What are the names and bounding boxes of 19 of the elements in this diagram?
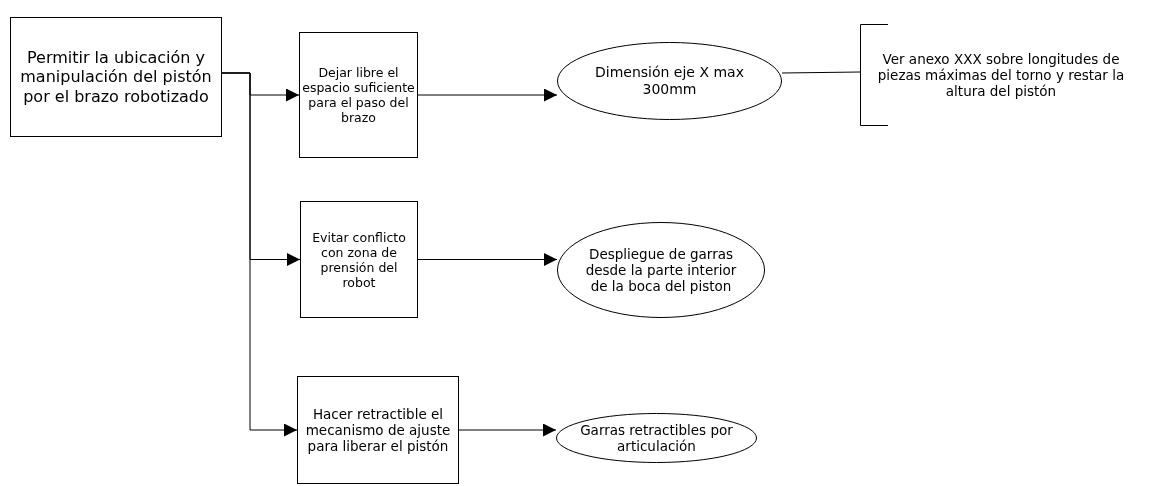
ellipse-node: [556, 413, 757, 463]
node-text: Dimensión eje X max 300mm: [594, 64, 745, 98]
ellipse-node: [557, 42, 782, 120]
ellipse-node: [557, 222, 765, 318]
node-text: Permitir la ubicación y manipulación del pistón por el brazo robotizado: [19, 48, 213, 106]
node-text: Ver anexo XXX sobre longitudes de piezas máximas del torno y restar la altura del pistón: [876, 50, 1126, 100]
connector-arrow: [417, 88, 558, 102]
process-box: [10, 17, 222, 137]
node-text: Garras retractibles por articulación: [579, 421, 734, 455]
connector-arrow: [417, 253, 558, 266]
process-box: [300, 201, 418, 318]
connector-arrow: [221, 72, 298, 437]
node-text: Evitar conflicto con zona de prensión del robot: [311, 229, 407, 290]
connector-arrow: [458, 423, 557, 437]
node-text: Hacer retractible el mecanismo de ajuste para liberar el pistón: [304, 405, 452, 455]
process-box: [297, 376, 459, 484]
node-text: Dejar libre el espacio suficiente para el paso del brazo: [302, 65, 415, 125]
node-text: Despliegue de garras desde la parte interior de la boca del piston: [584, 245, 738, 295]
process-box: [299, 32, 418, 158]
